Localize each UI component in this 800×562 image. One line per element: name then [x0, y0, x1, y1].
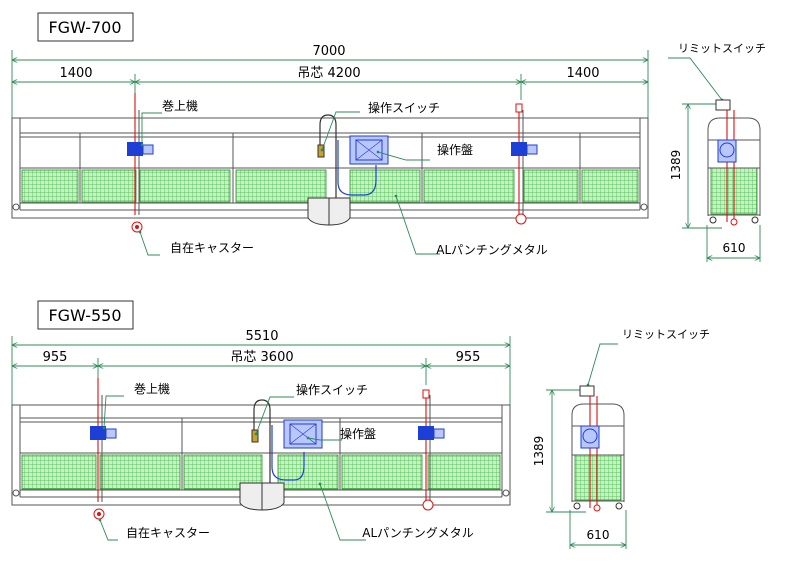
- left-span-label: 955: [43, 350, 68, 365]
- label-punching-metal: ALパンチングメタル: [436, 243, 548, 257]
- label-control-panel: 操作盤: [340, 426, 376, 441]
- model-fgw-700: FGW-700 7000 1400 吊芯 4200 1400: [11, 12, 766, 262]
- center-span-label: 吊芯 4200: [297, 66, 360, 81]
- control-switch-assembly: [239, 399, 323, 511]
- overall-length-label: 7000: [312, 44, 345, 59]
- model-title-box: [37, 300, 134, 330]
- label-control-switch: 操作スイッチ: [368, 100, 440, 115]
- right-span-label: 1400: [566, 66, 599, 81]
- side-view: リミットスイッチ 1389 610: [532, 328, 710, 549]
- hoist-left: [127, 93, 154, 233]
- hoist-left: [90, 378, 117, 520]
- side-height-label: 1389: [669, 150, 683, 181]
- label-caster: 自在キャスター: [170, 241, 254, 255]
- side-view: リミットスイッチ 1389 610: [668, 42, 766, 262]
- label-punching-metal: ALパンチングメタル: [362, 526, 474, 540]
- label-hoist: 巻上機: [134, 381, 170, 396]
- center-span-label: 吊芯 3600: [230, 350, 293, 365]
- model-title-box: [37, 12, 134, 42]
- label-caster: 自在キャスター: [126, 526, 210, 540]
- label-hoist: 巻上機: [162, 98, 198, 113]
- overall-length-label: 5510: [245, 329, 278, 344]
- label-control-panel: 操作盤: [437, 142, 473, 157]
- side-height-label: 1389: [532, 436, 546, 467]
- model-title: FGW-550: [48, 306, 121, 325]
- platform-front-view: [11, 404, 511, 506]
- left-span-label: 1400: [59, 66, 92, 81]
- model-title: FGW-700: [48, 18, 121, 37]
- right-span-label: 955: [456, 350, 481, 365]
- platform-front-view: [11, 117, 649, 219]
- label-control-switch: 操作スイッチ: [296, 382, 368, 397]
- label-limit-switch: リミットスイッチ: [678, 42, 766, 55]
- hoist-right: [511, 103, 538, 225]
- side-width-label: 610: [587, 528, 610, 542]
- model-fgw-550: FGW-550 5510 955 吊芯 3600 955: [11, 300, 710, 549]
- hoist-right: [418, 389, 445, 511]
- side-width-label: 610: [723, 241, 746, 255]
- label-limit-switch: リミットスイッチ: [622, 328, 710, 341]
